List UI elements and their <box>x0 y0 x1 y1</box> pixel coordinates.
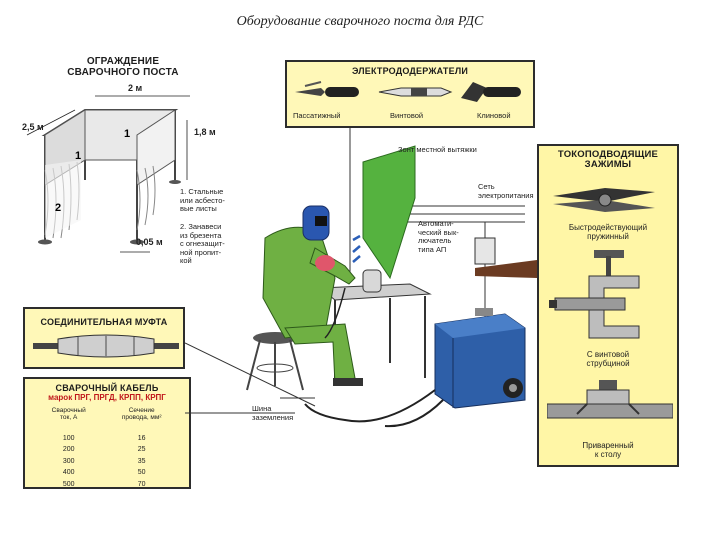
cable-panel: СВАРОЧНЫЙ КАБЕЛЬ марок ПРГ, ПРГД, КРПП, … <box>23 377 191 489</box>
cable-table: Сварочный ток, А Сечение провода, мм² 10… <box>35 407 181 490</box>
marker-2: 2 <box>55 202 62 214</box>
welder-figure-icon <box>262 205 363 386</box>
cable-heading: СВАРОЧНЫЙ КАБЕЛЬ <box>55 383 159 393</box>
clamp-label-screw: С винтовой струбциной <box>586 350 630 368</box>
enclosure-drawing <box>26 95 190 253</box>
marker-1b: 1 <box>75 150 82 162</box>
screw-clamp-icon <box>549 250 640 339</box>
coupling-panel: СОЕДИНИТЕЛЬНАЯ МУФТА <box>23 307 185 369</box>
holder-label-screw: Винтовой <box>390 111 424 120</box>
table-header-row: Сварочный ток, А Сечение провода, мм² <box>35 407 181 421</box>
spring-clamp-icon <box>553 188 655 212</box>
col-current: Сварочный ток, А <box>51 407 86 421</box>
marker-1: 1 <box>124 128 131 140</box>
col-section: Сечение провода, мм² <box>121 407 162 421</box>
welding-table-icon <box>318 269 432 378</box>
welding-machine-icon <box>434 308 526 409</box>
ground-bus-label: Шина заземления <box>252 404 294 422</box>
holder-label-wedge: Клиновой <box>477 111 511 120</box>
holders-heading: ЭЛЕКТРОДОДЕРЖАТЕЛИ <box>351 66 469 76</box>
holders-panel: ЭЛЕКТРОДОДЕРЖАТЕЛИ Пассатижный Винтовой … <box>285 60 535 128</box>
cable-brands: марок ПРГ, ПРГД, КРПП, КРПГ <box>48 393 166 402</box>
screw-holder-icon <box>378 87 453 97</box>
dim-width: 2 м <box>128 83 143 93</box>
exhaust-hood-icon <box>352 145 416 280</box>
wedge-holder-icon <box>461 82 521 102</box>
network-label: Сеть электропитания <box>478 182 534 200</box>
clamp-label-welded: Приваренный к столу <box>582 441 634 459</box>
coupling-heading: СОЕДИНИТЕЛЬНАЯ МУФТА <box>40 317 168 327</box>
coupling-icon <box>33 334 179 358</box>
dim-depth: 2,5 м <box>22 122 44 132</box>
clamps-panel: ТОКОПОДВОДЯЩИЕ ЗАЖИМЫ Быстродействующий … <box>537 144 679 467</box>
clamps-heading: ТОКОПОДВОДЯЩИЕ ЗАЖИМЫ <box>557 149 659 170</box>
breaker-label: Автомати- ческий вык- лючатель типа АП <box>418 219 459 254</box>
dim-gap: 0,05 м <box>136 237 163 247</box>
dim-height: 1,8 м <box>194 127 216 137</box>
pliers-holder-icon <box>295 81 359 97</box>
enclosure-note-1: 1. Стальные или асбесто- вые листы <box>180 187 225 213</box>
holders-drawing <box>295 81 521 102</box>
enclosure-note-2: 2. Занавеси из брезента с огнезащит- ной… <box>180 222 225 265</box>
welded-clamp-icon <box>547 380 673 419</box>
welding-station-drawing <box>185 128 537 428</box>
enclosure-heading: ОГРАЖДЕНИЕ СВАРОЧНОГО ПОСТА <box>67 56 179 78</box>
hood-label: Зонт местной вытяжки <box>398 145 477 154</box>
holder-label-pliers: Пассатижный <box>293 111 341 120</box>
page-title: Оборудование сварочного поста для РДС <box>236 14 484 29</box>
clamp-label-spring: Быстродействующий пружинный <box>568 223 648 241</box>
